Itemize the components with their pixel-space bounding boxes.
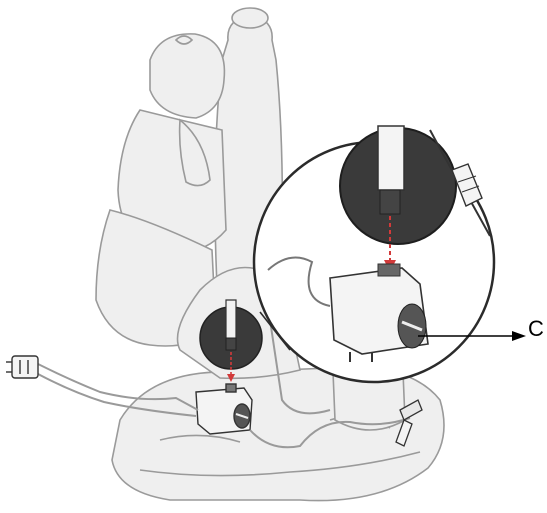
power-plug-icon bbox=[6, 356, 38, 378]
callout-label: C bbox=[528, 318, 544, 340]
pump-icon bbox=[196, 384, 252, 434]
zoom-circle-icon bbox=[254, 126, 494, 382]
